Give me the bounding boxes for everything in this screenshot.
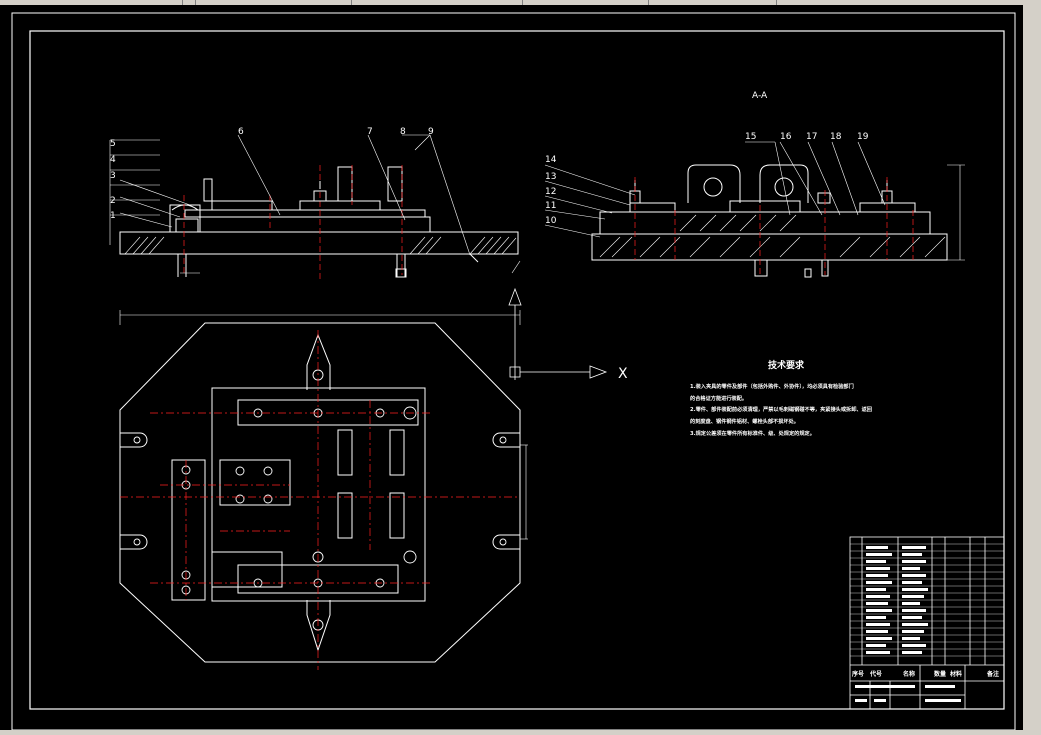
toolbar-segment[interactable] <box>0 0 183 5</box>
tech-line-1: 1.装入夹具的零件及部件（包括外购件、外协件），均必须具有检验部门 <box>690 382 854 390</box>
cad-drawing: 5 4 3 2 1 6 7 8 9 A-A <box>11 12 1016 730</box>
callout-7: 7 <box>367 127 373 137</box>
callout-6: 6 <box>238 127 244 137</box>
hatch-region <box>124 236 517 255</box>
tb-header-code: 代号 <box>869 670 882 678</box>
callout-14: 14 <box>545 155 557 165</box>
title-block <box>849 536 1005 710</box>
horizontal-scrollbar[interactable] <box>0 730 1041 735</box>
toolbar-segment[interactable] <box>196 0 352 5</box>
callout-10: 10 <box>545 216 557 226</box>
callout-11: 11 <box>545 201 556 211</box>
tech-line-2: 的合格证方能进行装配。 <box>690 394 747 402</box>
callout-12: 12 <box>545 187 556 197</box>
toolbar-segment[interactable] <box>352 0 523 5</box>
plan-view <box>119 287 608 670</box>
tb-header-name: 名称 <box>903 670 915 678</box>
callout-16: 16 <box>780 132 792 142</box>
callout-1: 1 <box>110 211 116 221</box>
callout-3: 3 <box>110 171 116 181</box>
section-label: A-A <box>752 91 768 101</box>
callout-19: 19 <box>857 132 869 142</box>
axis-x-label: X <box>618 366 628 382</box>
tb-header-material: 材料 <box>949 670 962 678</box>
callout-9: 9 <box>428 127 434 137</box>
outer-frame <box>11 12 1016 730</box>
toolbar-segment[interactable] <box>183 0 196 5</box>
tb-header-remark: 备注 <box>986 670 999 678</box>
toolbar-segment[interactable] <box>523 0 649 5</box>
inner-frame <box>29 30 1005 710</box>
tech-line-4: 的刻度盘、钢件钢件铝材、螺栓头部不损坏处。 <box>690 417 799 425</box>
vertical-scrollbar[interactable] <box>1023 5 1041 730</box>
callout-8: 8 <box>400 127 406 137</box>
drawing-canvas[interactable]: 5 4 3 2 1 6 7 8 9 A-A <box>0 5 1023 730</box>
callout-4: 4 <box>110 155 116 165</box>
top-toolbar-strip <box>0 0 1041 5</box>
callout-13: 13 <box>545 172 556 182</box>
tb-header-qty: 数量 <box>934 670 946 678</box>
section-view <box>544 141 965 278</box>
callout-18: 18 <box>830 132 842 142</box>
front-elevation-view <box>109 134 521 280</box>
callout-2: 2 <box>110 196 116 206</box>
tech-line-3: 2.零件、部件装配前必须清理，严禁以毛刺磁钢碰不等，夹紧接头或拆卸、返回 <box>690 405 872 413</box>
tech-requirements-title: 技术要求 <box>768 359 805 371</box>
callout-17: 17 <box>806 132 817 142</box>
callout-5: 5 <box>110 139 116 149</box>
callout-15: 15 <box>745 132 756 142</box>
tb-header-no: 序号 <box>851 670 864 678</box>
tech-line-5: 3.规定公差须在零件所有标准件、级、处规定的规定。 <box>690 429 815 437</box>
toolbar-segment[interactable] <box>649 0 777 5</box>
